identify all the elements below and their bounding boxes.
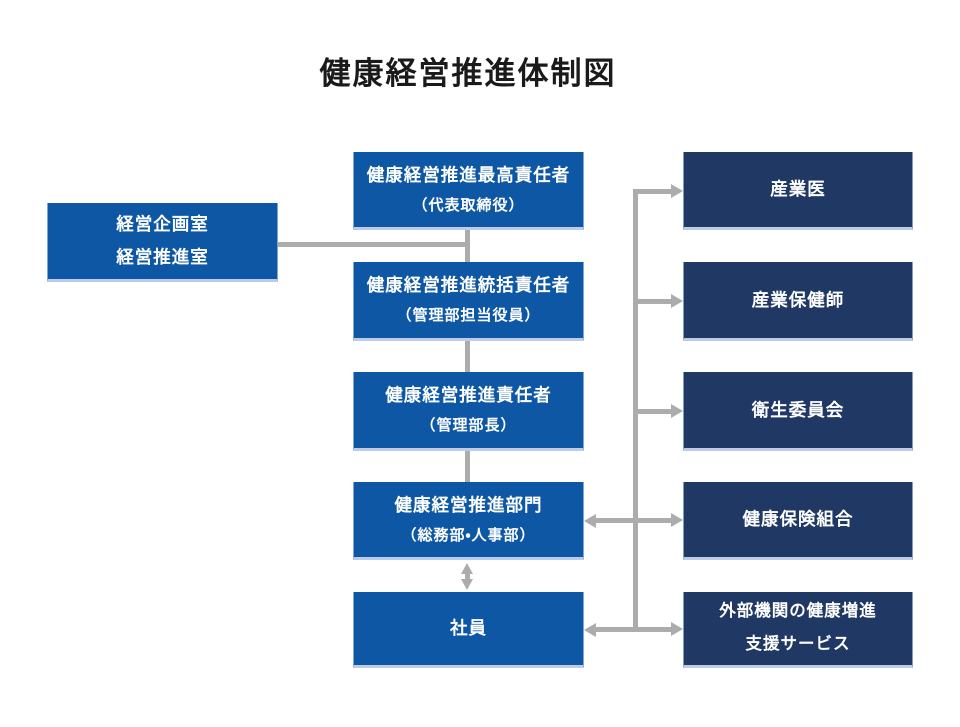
box-label: 健康経営推進統括責任者 (366, 275, 571, 295)
box-label-line2: 経営推進室 (116, 247, 209, 267)
box-external-support-service: 外部機関の健康増進 支援サービス (683, 592, 913, 668)
connector-leftbox-horizontal (278, 242, 470, 247)
connector-dept-employees (465, 572, 470, 581)
arrow-right-icon (671, 404, 683, 418)
connector-center-v1 (465, 230, 470, 262)
connector-right-spine (633, 189, 638, 632)
arrow-left-icon (584, 623, 596, 637)
connector-branch-committee (636, 409, 672, 414)
arrow-right-icon (671, 294, 683, 308)
box-management-planning-office: 経営企画室 経営推進室 (47, 203, 278, 282)
box-sublabel: （総務部・人事部） (401, 526, 536, 544)
box-label: 産業医 (770, 179, 826, 199)
box-label: 外部機関の健康増進 (719, 602, 877, 621)
box-sublabel: （代表取締役） (412, 196, 525, 214)
box-label: 産業保健師 (751, 289, 845, 310)
connector-dept-insurance (595, 518, 672, 523)
box-health-manager: 健康経営推進責任者 （管理部長） (353, 372, 584, 451)
box-label: 衛生委員会 (751, 399, 845, 420)
box-label: 健康経営推進最高責任者 (366, 164, 571, 185)
box-sublabel: （管理部担当役員） (396, 307, 541, 324)
box-sublabel: （管理部長） (420, 417, 517, 434)
box-label: 経営企画室 (116, 214, 209, 234)
box-health-insurance-union: 健康保険組合 (683, 482, 913, 560)
arrow-right-icon (671, 622, 683, 636)
box-label-line2: 支援サービス (745, 635, 851, 653)
arrow-up-icon (461, 563, 473, 574)
connector-branch-nurse (636, 299, 672, 304)
box-label: 健康経営推進部門 (394, 494, 543, 515)
connector-branch-physician (636, 189, 672, 194)
box-health-promotion-dept: 健康経営推進部門 （総務部・人事部） (353, 482, 584, 560)
arrow-down-icon (461, 579, 473, 590)
box-employees: 社員 (353, 592, 584, 668)
arrow-right-icon (671, 184, 683, 198)
box-label: 健康経営推進責任者 (385, 385, 552, 405)
arrow-left-icon (584, 514, 596, 528)
connector-center-v2 (465, 341, 470, 372)
box-occupational-health-nurse: 産業保健師 (683, 262, 913, 341)
arrow-right-icon (671, 513, 683, 527)
box-chief-health-officer: 健康経営推進最高責任者 （代表取締役） (353, 152, 584, 230)
box-label: 健康保険組合 (742, 509, 854, 529)
box-occupational-physician: 産業医 (683, 152, 913, 230)
connector-center-v3 (465, 451, 470, 482)
page-title: 健康経営推進体制図 (319, 56, 617, 91)
box-label: 社員 (450, 618, 487, 638)
box-general-health-manager: 健康経営推進統括責任者 （管理部担当役員） (353, 262, 584, 341)
box-health-committee: 衛生委員会 (683, 372, 913, 451)
connector-employees-external (595, 627, 672, 632)
